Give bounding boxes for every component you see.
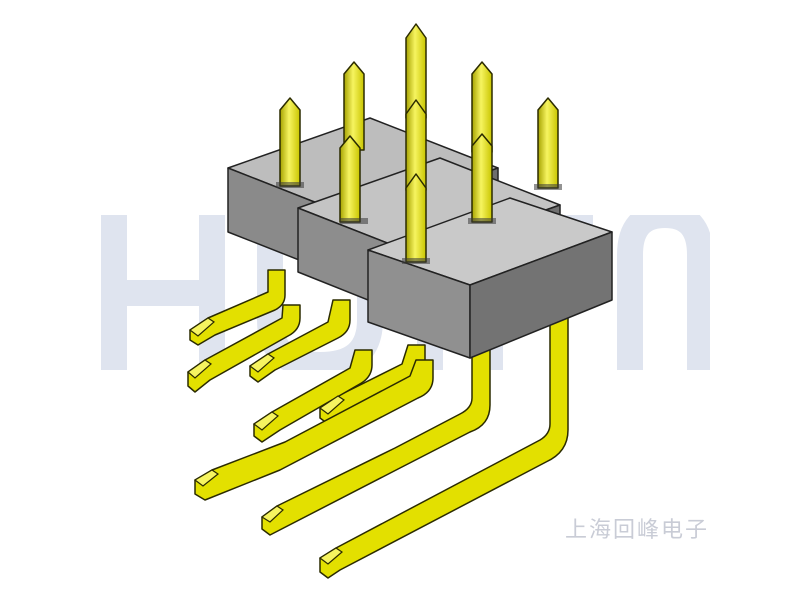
pin-tail [319, 284, 569, 579]
company-caption: 上海回峰电子 [565, 518, 710, 543]
pin-vertical [405, 173, 427, 263]
pin-vertical [339, 135, 361, 223]
pin-vertical [343, 61, 365, 151]
pin-tail [194, 359, 434, 501]
pin-vertical [471, 133, 493, 223]
pin-vertical [279, 97, 301, 187]
pin-vertical [537, 97, 559, 189]
